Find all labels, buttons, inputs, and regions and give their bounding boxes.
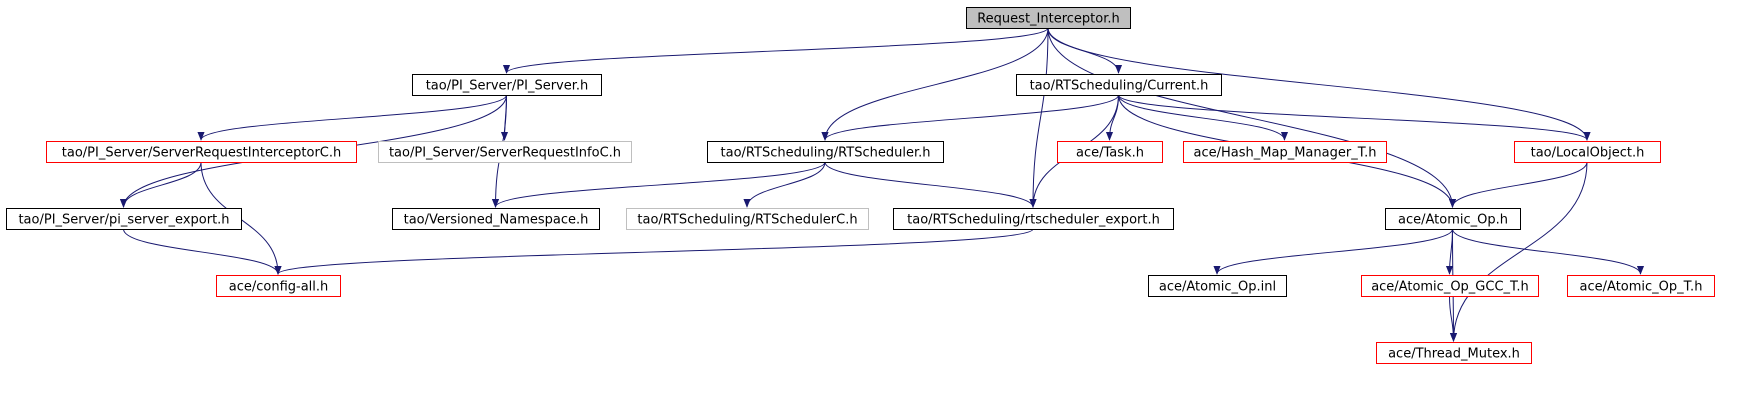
node-box xyxy=(1567,275,1715,297)
node-box xyxy=(1514,141,1661,163)
node-box xyxy=(707,141,944,163)
node-pi_server[interactable]: tao/PI_Server/PI_Server.h xyxy=(412,74,602,96)
node-label: ace/Thread_Mutex.h xyxy=(1388,347,1520,362)
node-label: Request_Interceptor.h xyxy=(977,12,1120,27)
node-thread_mutex[interactable]: ace/Thread_Mutex.h xyxy=(1376,342,1532,364)
node-pi_export[interactable]: tao/PI_Server/pi_server_export.h xyxy=(6,208,242,230)
node-label: tao/RTScheduling/Current.h xyxy=(1030,79,1209,94)
node-label: tao/RTScheduling/rtscheduler_export.h xyxy=(907,213,1160,228)
edge-current-to-task xyxy=(1105,94,1119,141)
edge-root-to-rts_export xyxy=(1029,27,1049,208)
edge-sric-to-pi_export xyxy=(119,161,202,208)
node-config_all[interactable]: ace/config-all.h xyxy=(216,275,341,297)
edge-localobject-to-thread_mutex xyxy=(1449,161,1588,342)
node-label: tao/RTScheduling/RTSchedulerC.h xyxy=(637,213,857,228)
edge-root-to-localobject xyxy=(1047,27,1591,141)
node-label: ace/Task.h xyxy=(1076,146,1144,161)
node-box xyxy=(1376,342,1532,364)
node-localobject[interactable]: tao/LocalObject.h xyxy=(1514,141,1661,163)
edge-rtscheduler-to-versioned xyxy=(492,161,826,208)
edge-root-to-rtscheduler xyxy=(821,27,1049,141)
node-atomic_gcc[interactable]: ace/Atomic_Op_GCC_T.h xyxy=(1361,275,1539,297)
edge-pi_export-to-config_all xyxy=(123,228,282,275)
node-label: ace/Atomic_Op.h xyxy=(1398,213,1508,228)
node-box xyxy=(412,74,602,96)
node-label: ace/config-all.h xyxy=(229,280,329,295)
edge-atomic_op-to-atomic_inl xyxy=(1213,228,1453,275)
node-atomic_t[interactable]: ace/Atomic_Op_T.h xyxy=(1567,275,1715,297)
node-box xyxy=(216,275,341,297)
node-sric[interactable]: tao/PI_Server/ServerRequestInterceptorC.… xyxy=(46,141,357,163)
edge-atomic_gcc-to-thread_mutex xyxy=(1449,295,1458,342)
node-label: ace/Hash_Map_Manager_T.h xyxy=(1194,146,1377,161)
node-label: tao/PI_Server/pi_server_export.h xyxy=(18,213,229,228)
edge-root-to-atomic_op xyxy=(1047,27,1457,208)
node-hashmap[interactable]: ace/Hash_Map_Manager_T.h xyxy=(1183,141,1387,163)
node-label: tao/RTScheduling/RTScheduler.h xyxy=(721,146,931,161)
node-box xyxy=(1057,141,1163,163)
node-label: tao/Versioned_Namespace.h xyxy=(404,213,589,228)
node-box xyxy=(893,208,1174,230)
node-box xyxy=(1361,275,1539,297)
node-rtscheduler[interactable]: tao/RTScheduling/RTScheduler.h xyxy=(707,141,944,163)
node-versioned[interactable]: tao/Versioned_Namespace.h xyxy=(392,208,600,230)
edge-current-to-rtscheduler xyxy=(821,94,1119,141)
node-atomic_op[interactable]: ace/Atomic_Op.h xyxy=(1385,208,1521,230)
node-box xyxy=(626,208,869,230)
node-label: tao/PI_Server/PI_Server.h xyxy=(426,79,589,94)
edge-current-to-hashmap xyxy=(1118,94,1289,141)
edge-atomic_op-to-atomic_t xyxy=(1452,228,1645,275)
edge-localobject-to-atomic_op xyxy=(1448,161,1588,208)
edge-rts_export-to-config_all xyxy=(274,228,1034,275)
edge-rtscheduler-to-rtschedulerc xyxy=(743,161,826,208)
edge-pi_server-to-sric xyxy=(197,94,507,141)
node-current[interactable]: tao/RTScheduling/Current.h xyxy=(1016,74,1222,96)
node-label: ace/Atomic_Op_T.h xyxy=(1580,280,1703,295)
node-box xyxy=(392,208,600,230)
node-atomic_inl[interactable]: ace/Atomic_Op.inl xyxy=(1148,275,1287,297)
node-box xyxy=(1385,208,1521,230)
node-root: Request_Interceptor.h xyxy=(966,7,1131,29)
node-box xyxy=(46,141,357,163)
node-label: tao/PI_Server/ServerRequestInterceptorC.… xyxy=(62,146,342,161)
node-rtschedulerc[interactable]: tao/RTScheduling/RTSchedulerC.h xyxy=(626,208,869,230)
node-box xyxy=(966,7,1131,29)
node-box xyxy=(1016,74,1222,96)
node-box xyxy=(6,208,242,230)
node-box xyxy=(378,141,632,163)
nodes: Request_Interceptor.h tao/PI_Server/PI_Se… xyxy=(6,7,1715,364)
node-rts_export[interactable]: tao/RTScheduling/rtscheduler_export.h xyxy=(893,208,1174,230)
node-sriinfo[interactable]: tao/PI_Server/ServerRequestInfoC.h xyxy=(378,141,632,163)
edge-root-to-pi_server xyxy=(503,27,1049,74)
node-box xyxy=(1183,141,1387,163)
node-box xyxy=(1148,275,1287,297)
node-label: ace/Atomic_Op_GCC_T.h xyxy=(1371,280,1529,295)
node-label: ace/Atomic_Op.inl xyxy=(1159,280,1276,295)
edge-rtscheduler-to-rts_export xyxy=(824,161,1037,208)
node-label: tao/LocalObject.h xyxy=(1531,146,1645,161)
node-task[interactable]: ace/Task.h xyxy=(1057,141,1163,163)
edge-current-to-localobject xyxy=(1118,94,1591,141)
node-label: tao/PI_Server/ServerRequestInfoC.h xyxy=(389,146,621,161)
